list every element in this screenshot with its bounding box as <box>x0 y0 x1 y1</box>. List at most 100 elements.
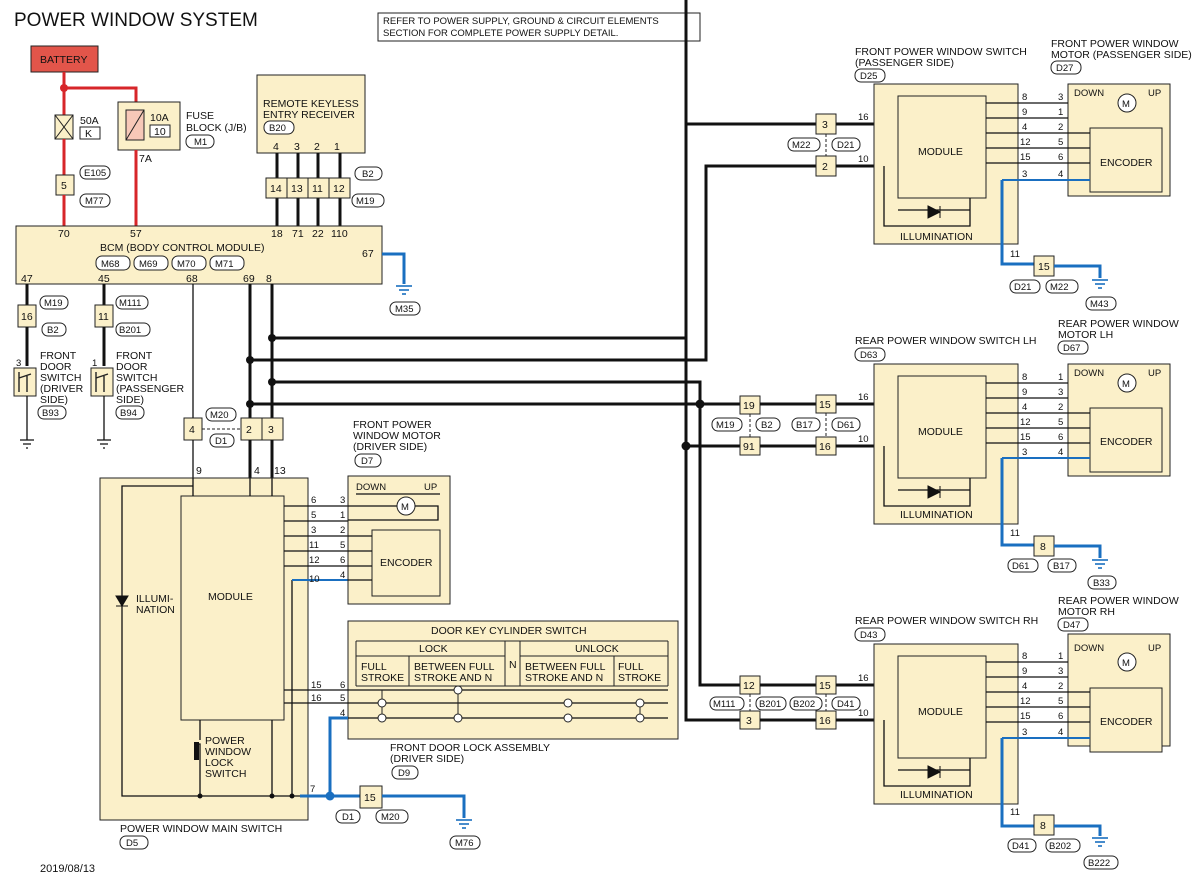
svg-text:1: 1 <box>1058 107 1063 118</box>
svg-text:3: 3 <box>340 495 345 506</box>
svg-text:WINDOW MOTOR: WINDOW MOTOR <box>353 430 441 442</box>
battery <box>30 45 99 73</box>
svg-text:M20: M20 <box>381 812 399 823</box>
svg-text:POWER: POWER <box>205 735 245 747</box>
svg-text:STROKE: STROKE <box>618 672 661 684</box>
svg-text:1: 1 <box>340 510 345 521</box>
svg-text:ILLUMINATION: ILLUMINATION <box>900 231 973 243</box>
svg-text:M22: M22 <box>1050 282 1068 293</box>
svg-text:12: 12 <box>333 183 345 195</box>
svg-text:UP: UP <box>424 482 437 493</box>
svg-text:D27: D27 <box>1056 63 1073 74</box>
svg-text:57: 57 <box>130 228 142 240</box>
svg-text:FRONT DOOR LOCK ASSEMBLY: FRONT DOOR LOCK ASSEMBLY <box>390 742 550 754</box>
svg-text:3: 3 <box>1022 727 1027 738</box>
svg-text:M69: M69 <box>139 259 157 270</box>
svg-text:10: 10 <box>309 574 320 585</box>
svg-text:67: 67 <box>362 248 374 260</box>
svg-text:B20: B20 <box>269 123 286 134</box>
svg-text:6: 6 <box>1058 152 1063 163</box>
svg-text:4: 4 <box>1058 727 1063 738</box>
svg-text:3: 3 <box>294 141 300 153</box>
svg-text:B93: B93 <box>42 408 59 419</box>
svg-text:19: 19 <box>743 400 755 412</box>
svg-text:NATION: NATION <box>136 604 175 616</box>
svg-text:N: N <box>509 659 517 671</box>
svg-text:B202: B202 <box>793 699 815 710</box>
svg-text:M35: M35 <box>395 304 413 315</box>
svg-text:3: 3 <box>16 358 21 369</box>
svg-text:FRONT: FRONT <box>116 350 153 362</box>
svg-text:2: 2 <box>1058 122 1063 133</box>
svg-text:13: 13 <box>291 183 303 195</box>
svg-text:MOTOR (PASSENGER SIDE): MOTOR (PASSENGER SIDE) <box>1051 49 1192 61</box>
svg-text:11: 11 <box>309 540 319 551</box>
rear-rh-encoder <box>1089 687 1163 753</box>
svg-text:B33: B33 <box>1093 578 1110 589</box>
svg-text:REAR POWER WINDOW: REAR POWER WINDOW <box>1058 318 1179 330</box>
svg-text:9: 9 <box>1022 387 1027 398</box>
svg-text:ILLUMI-: ILLUMI- <box>136 593 174 605</box>
svg-text:M70: M70 <box>177 259 195 270</box>
svg-text:DOWN: DOWN <box>1074 88 1104 99</box>
svg-text:D21: D21 <box>1014 282 1031 293</box>
svg-text:MODULE: MODULE <box>208 591 253 603</box>
svg-text:15: 15 <box>1020 152 1031 163</box>
svg-text:3: 3 <box>1022 169 1027 180</box>
svg-text:B202: B202 <box>1049 841 1071 852</box>
svg-text:1: 1 <box>334 141 340 153</box>
svg-text:10: 10 <box>858 434 869 445</box>
front-pass-pin-labels: 8 9 4 12 15 3 3 1 2 5 6 4 <box>1020 92 1063 180</box>
svg-text:15: 15 <box>364 792 376 804</box>
svg-text:FUSE: FUSE <box>186 110 214 122</box>
svg-text:FRONT: FRONT <box>40 350 77 362</box>
svg-text:FRONT POWER: FRONT POWER <box>353 419 432 431</box>
svg-text:FRONT POWER WINDOW SWITCH: FRONT POWER WINDOW SWITCH <box>855 46 1027 58</box>
svg-text:8: 8 <box>1022 651 1027 662</box>
svg-text:15: 15 <box>1020 432 1031 443</box>
svg-text:M111: M111 <box>119 298 141 309</box>
svg-text:14: 14 <box>270 183 282 195</box>
svg-text:2: 2 <box>822 161 828 173</box>
svg-text:110: 110 <box>331 228 348 240</box>
svg-text:(DRIVER SIDE): (DRIVER SIDE) <box>390 753 464 765</box>
svg-text:ILLUMINATION: ILLUMINATION <box>900 789 973 801</box>
svg-text:5: 5 <box>1058 417 1063 428</box>
svg-text:SIDE): SIDE) <box>116 394 144 406</box>
svg-text:M19: M19 <box>356 196 374 207</box>
svg-text:16: 16 <box>858 673 869 684</box>
svg-text:M: M <box>1122 379 1130 390</box>
svg-text:22: 22 <box>312 228 324 240</box>
svg-text:M19: M19 <box>716 420 734 431</box>
svg-text:UNLOCK: UNLOCK <box>575 643 619 655</box>
svg-text:6: 6 <box>1058 711 1063 722</box>
svg-text:D41: D41 <box>837 699 854 710</box>
svg-text:2: 2 <box>1058 681 1063 692</box>
svg-text:10: 10 <box>858 708 869 719</box>
svg-text:13: 13 <box>274 465 286 477</box>
svg-text:D47: D47 <box>1063 620 1080 631</box>
svg-text:71: 71 <box>292 228 304 240</box>
svg-text:12: 12 <box>743 680 755 692</box>
svg-text:M19: M19 <box>44 298 62 309</box>
svg-text:BLOCK (J/B): BLOCK (J/B) <box>186 122 247 134</box>
svg-text:ENCODER: ENCODER <box>1100 716 1153 728</box>
svg-text:12: 12 <box>1020 696 1031 707</box>
svg-text:3: 3 <box>746 715 752 727</box>
svg-text:REAR POWER WINDOW SWITCH RH: REAR POWER WINDOW SWITCH RH <box>855 615 1038 627</box>
svg-text:50A: 50A <box>80 115 99 127</box>
svg-text:15: 15 <box>1038 261 1050 273</box>
svg-text:2: 2 <box>246 424 252 436</box>
svg-text:DOOR KEY CYLINDER SWITCH: DOOR KEY CYLINDER SWITCH <box>431 625 587 637</box>
svg-text:D61: D61 <box>1012 561 1029 572</box>
svg-text:5: 5 <box>311 510 316 521</box>
svg-text:MODULE: MODULE <box>918 146 963 158</box>
svg-text:MOTOR RH: MOTOR RH <box>1058 606 1115 618</box>
svg-text:4: 4 <box>340 708 345 719</box>
svg-text:B201: B201 <box>119 325 141 336</box>
svg-text:STROKE AND N: STROKE AND N <box>414 672 492 684</box>
svg-text:16: 16 <box>858 392 869 403</box>
svg-text:5: 5 <box>61 180 67 192</box>
svg-text:(DRIVER: (DRIVER <box>40 383 84 395</box>
